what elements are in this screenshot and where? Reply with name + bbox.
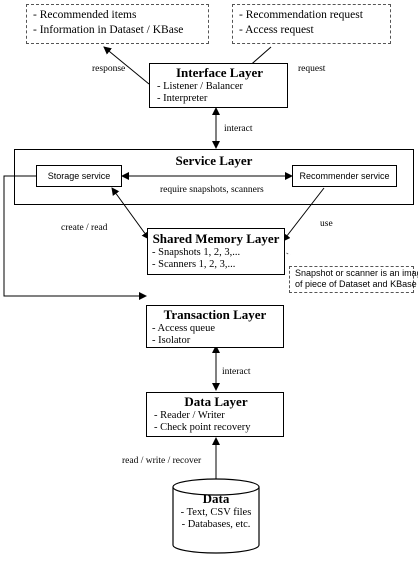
require-snapshots-label: require snapshots, scanners [160, 185, 264, 195]
data-layer-box: Data Layer - Reader / Writer - Check poi… [146, 392, 284, 437]
storage-service-label: Storage service [47, 171, 111, 181]
external-output-line: - Recommended items [33, 9, 137, 21]
interface-layer-box: Interface Layer - Listener / Balancer - … [149, 63, 288, 108]
external-output-line: - Information in Dataset / KBase [33, 24, 184, 36]
response-label: response [92, 64, 126, 74]
transaction-layer-box: Transaction Layer - Access queue - Isola… [146, 305, 284, 348]
recommender-service-label: Recommender service [299, 171, 390, 181]
data-store-content: Data - Text, CSV files - Databases, etc. [172, 491, 260, 554]
external-input-line: - Access request [239, 24, 314, 36]
snapshot-note-line: Snapshot or scanner is an image [295, 268, 418, 278]
interact-top-label: interact [224, 124, 253, 134]
external-output-box: - Recommended items - Information in Dat… [26, 4, 209, 44]
shared-memory-layer-box: Shared Memory Layer - Snapshots 1, 2, 3,… [147, 228, 285, 275]
interface-layer-title: Interface Layer [176, 65, 263, 80]
data-store-title: Data [202, 491, 230, 506]
interface-layer-item: - Interpreter [157, 93, 208, 104]
snapshot-note-box: Snapshot or scanner is an image of piece… [289, 266, 418, 293]
transaction-layer-item: - Isolator [152, 335, 191, 346]
use-label: use [320, 219, 333, 229]
snapshot-note-line: of piece of Dataset and KBase [295, 279, 417, 289]
data-store-item: - Databases, etc. [181, 519, 251, 530]
create-read-label: create / read [61, 223, 108, 233]
data-store: Data - Text, CSV files - Databases, etc. [172, 478, 260, 554]
storage-service-box: Storage service [36, 165, 122, 187]
external-input-line: - Recommendation request [239, 9, 363, 21]
data-layer-item: - Check point recovery [154, 422, 251, 433]
request-label: request [298, 64, 326, 74]
recommender-service-box: Recommender service [292, 165, 397, 187]
transaction-layer-item: - Access queue [152, 323, 215, 334]
service-layer-title: Service Layer [175, 153, 253, 168]
interface-layer-item: - Listener / Balancer [157, 81, 243, 92]
data-layer-title: Data Layer [184, 394, 248, 409]
transaction-layer-title: Transaction Layer [163, 307, 267, 322]
shared-memory-layer-item: - Scanners 1, 2, 3,... [152, 259, 236, 270]
data-store-item: - Text, CSV files [180, 507, 252, 518]
shared-memory-layer-item: - Snapshots 1, 2, 3,... [152, 247, 241, 258]
shared-memory-layer-title: Shared Memory Layer [152, 231, 280, 246]
read-write-recover-label: read / write / recover [122, 456, 202, 466]
data-layer-item: - Reader / Writer [154, 410, 225, 421]
interact-bottom-label: interact [222, 367, 251, 377]
external-input-box: - Recommendation request - Access reques… [232, 4, 391, 44]
